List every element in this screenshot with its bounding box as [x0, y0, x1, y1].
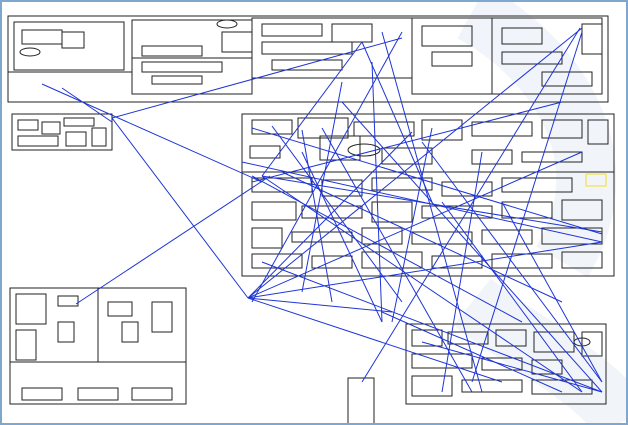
plan-bottom-right: [405, 323, 607, 405]
route-lines: [41, 27, 603, 393]
plan-bottom-left: [9, 287, 187, 405]
plan-bottom-center-fragment: [347, 377, 375, 423]
watermark: [453, 2, 626, 423]
highlight-marker: [585, 173, 607, 187]
plan-top: [7, 15, 609, 103]
plan-left-small: [11, 113, 113, 151]
